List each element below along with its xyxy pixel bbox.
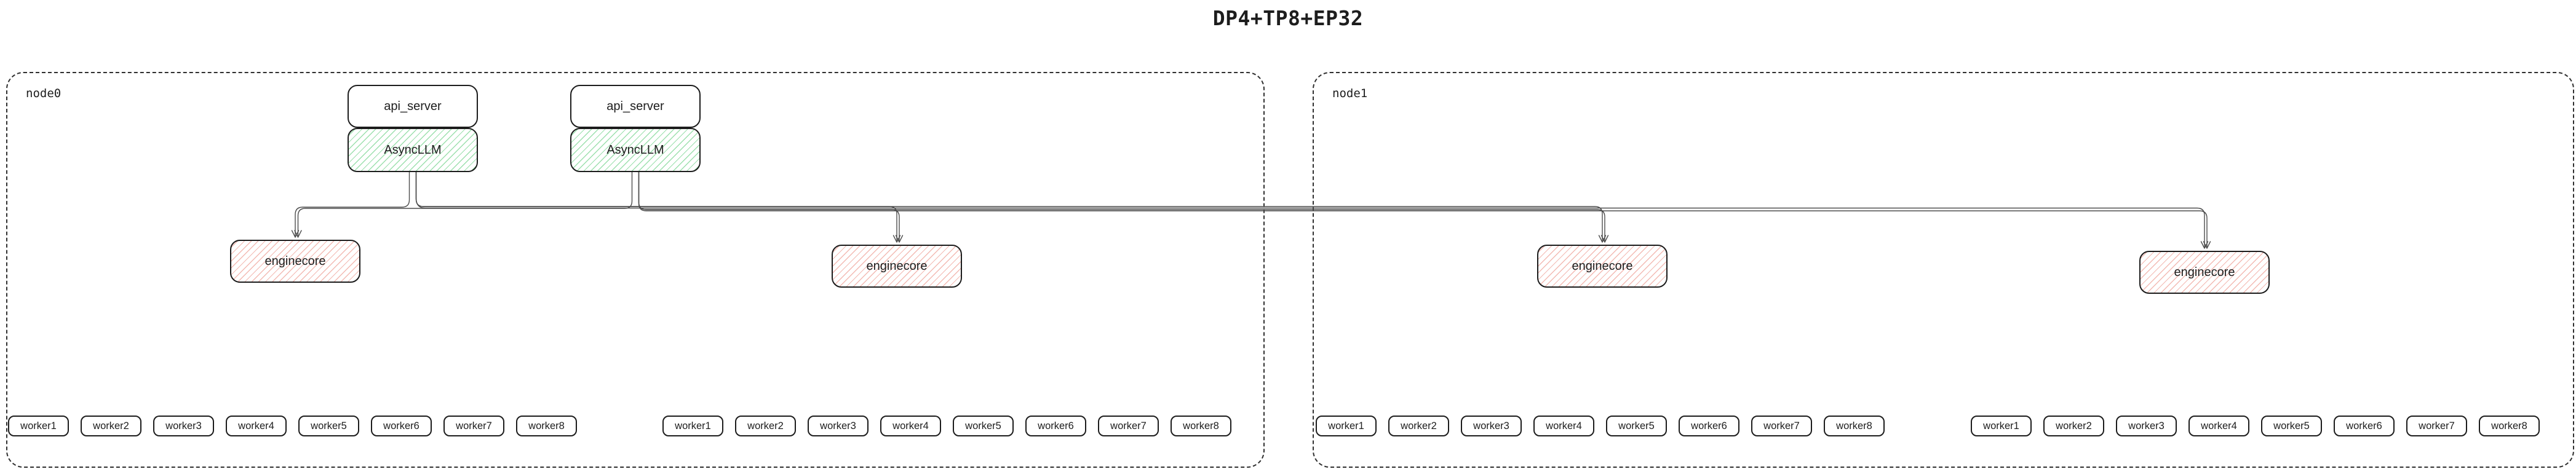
- worker-box-1-1-2: worker2: [1388, 416, 1449, 436]
- enginecore-box-1-1: enginecore: [1537, 245, 1668, 288]
- worker-box-1-2-5: worker5: [2261, 416, 2322, 436]
- worker-box-0-1-5: worker5: [298, 416, 359, 436]
- asyncllm-box-0-1: AsyncLLM: [348, 128, 478, 172]
- enginecore-box-0-2: enginecore: [832, 245, 962, 288]
- worker-box-1-2-7: worker7: [2406, 416, 2467, 436]
- worker-box-1-1-8: worker8: [1824, 416, 1885, 436]
- worker-box-1-2-1: worker1: [1971, 416, 2032, 436]
- worker-box-0-2-6: worker6: [1025, 416, 1086, 436]
- worker-box-1-2-6: worker6: [2334, 416, 2395, 436]
- worker-box-1-2-3: worker3: [2116, 416, 2177, 436]
- worker-box-1-1-6: worker6: [1679, 416, 1739, 436]
- worker-box-0-2-7: worker7: [1098, 416, 1159, 436]
- node1-label: node1: [1332, 87, 1368, 100]
- worker-box-0-2-5: worker5: [953, 416, 1014, 436]
- node0-label: node0: [26, 87, 62, 100]
- worker-box-1-1-1: worker1: [1316, 416, 1377, 436]
- worker-box-0-2-8: worker8: [1171, 416, 1231, 436]
- api-server-box-0-2: api_server: [570, 85, 701, 128]
- worker-box-0-1-6: worker6: [371, 416, 432, 436]
- worker-box-1-1-7: worker7: [1751, 416, 1812, 436]
- worker-box-1-1-5: worker5: [1606, 416, 1667, 436]
- node-container-node1: node1: [1313, 72, 2574, 468]
- enginecore-box-0-1: enginecore: [230, 240, 360, 283]
- worker-box-0-2-3: worker3: [808, 416, 869, 436]
- worker-box-0-1-2: worker2: [81, 416, 141, 436]
- worker-box-0-2-2: worker2: [735, 416, 796, 436]
- worker-box-0-1-4: worker4: [226, 416, 287, 436]
- asyncllm-box-0-2: AsyncLLM: [570, 128, 701, 172]
- worker-box-1-2-2: worker2: [2043, 416, 2104, 436]
- worker-box-0-2-4: worker4: [880, 416, 941, 436]
- worker-box-1-1-3: worker3: [1461, 416, 1522, 436]
- node-container-node0: node0: [6, 72, 1265, 468]
- worker-box-0-2-1: worker1: [662, 416, 723, 436]
- worker-box-0-1-8: worker8: [516, 416, 577, 436]
- worker-box-0-1-7: worker7: [443, 416, 504, 436]
- api-server-box-0-1: api_server: [348, 85, 478, 128]
- worker-box-0-1-1: worker1: [8, 416, 69, 436]
- enginecore-box-1-2: enginecore: [2139, 251, 2270, 294]
- worker-box-1-2-8: worker8: [2479, 416, 2540, 436]
- worker-box-1-2-4: worker4: [2188, 416, 2249, 436]
- worker-box-0-1-3: worker3: [153, 416, 214, 436]
- worker-box-1-1-4: worker4: [1533, 416, 1594, 436]
- diagram-title: DP4+TP8+EP32: [1212, 6, 1364, 30]
